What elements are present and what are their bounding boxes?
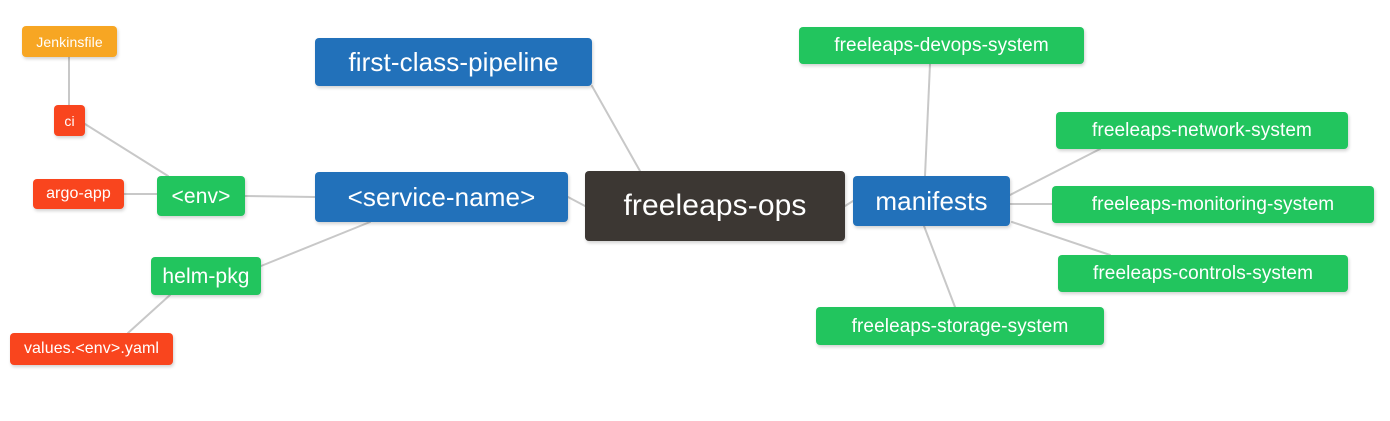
- edge-service-name-to-helm-pkg: [260, 221, 371, 267]
- edge-freeleaps-ops-to-first-class-pipeline: [591, 85, 641, 172]
- node-helm-pkg[interactable]: helm-pkg: [151, 257, 261, 295]
- node-freeleaps-storage-system[interactable]: freeleaps-storage-system: [816, 307, 1104, 345]
- edge-manifests-to-freeleaps-devops-system: [924, 63, 931, 177]
- edge-freeleaps-ops-to-manifests: [844, 200, 854, 207]
- node-freeleaps-monitoring-system[interactable]: freeleaps-monitoring-system: [1052, 186, 1374, 223]
- node-freeleaps-ops[interactable]: freeleaps-ops: [585, 171, 845, 241]
- node-freeleaps-devops-system[interactable]: freeleaps-devops-system: [799, 27, 1084, 64]
- node-jenkinsfile[interactable]: Jenkinsfile: [22, 26, 117, 57]
- node-freeleaps-network-system[interactable]: freeleaps-network-system: [1056, 112, 1348, 149]
- node-service-name[interactable]: <service-name>: [315, 172, 568, 222]
- node-ci[interactable]: ci: [54, 105, 85, 136]
- node-values-env-yaml[interactable]: values.<env>.yaml: [10, 333, 173, 365]
- edge-helm-pkg-to-values-env-yaml: [127, 294, 171, 334]
- edge-env-to-ci: [84, 123, 169, 177]
- node-freeleaps-controls-system[interactable]: freeleaps-controls-system: [1058, 255, 1348, 292]
- edge-freeleaps-ops-to-service-name: [567, 196, 586, 207]
- edge-service-name-to-env: [244, 195, 316, 198]
- node-argo-app[interactable]: argo-app: [33, 179, 124, 209]
- node-manifests[interactable]: manifests: [853, 176, 1010, 226]
- node-env[interactable]: <env>: [157, 176, 245, 216]
- edge-manifests-to-freeleaps-controls-system: [1011, 221, 1111, 256]
- node-first-class-pipeline[interactable]: first-class-pipeline: [315, 38, 592, 86]
- edge-manifests-to-freeleaps-storage-system: [923, 225, 956, 308]
